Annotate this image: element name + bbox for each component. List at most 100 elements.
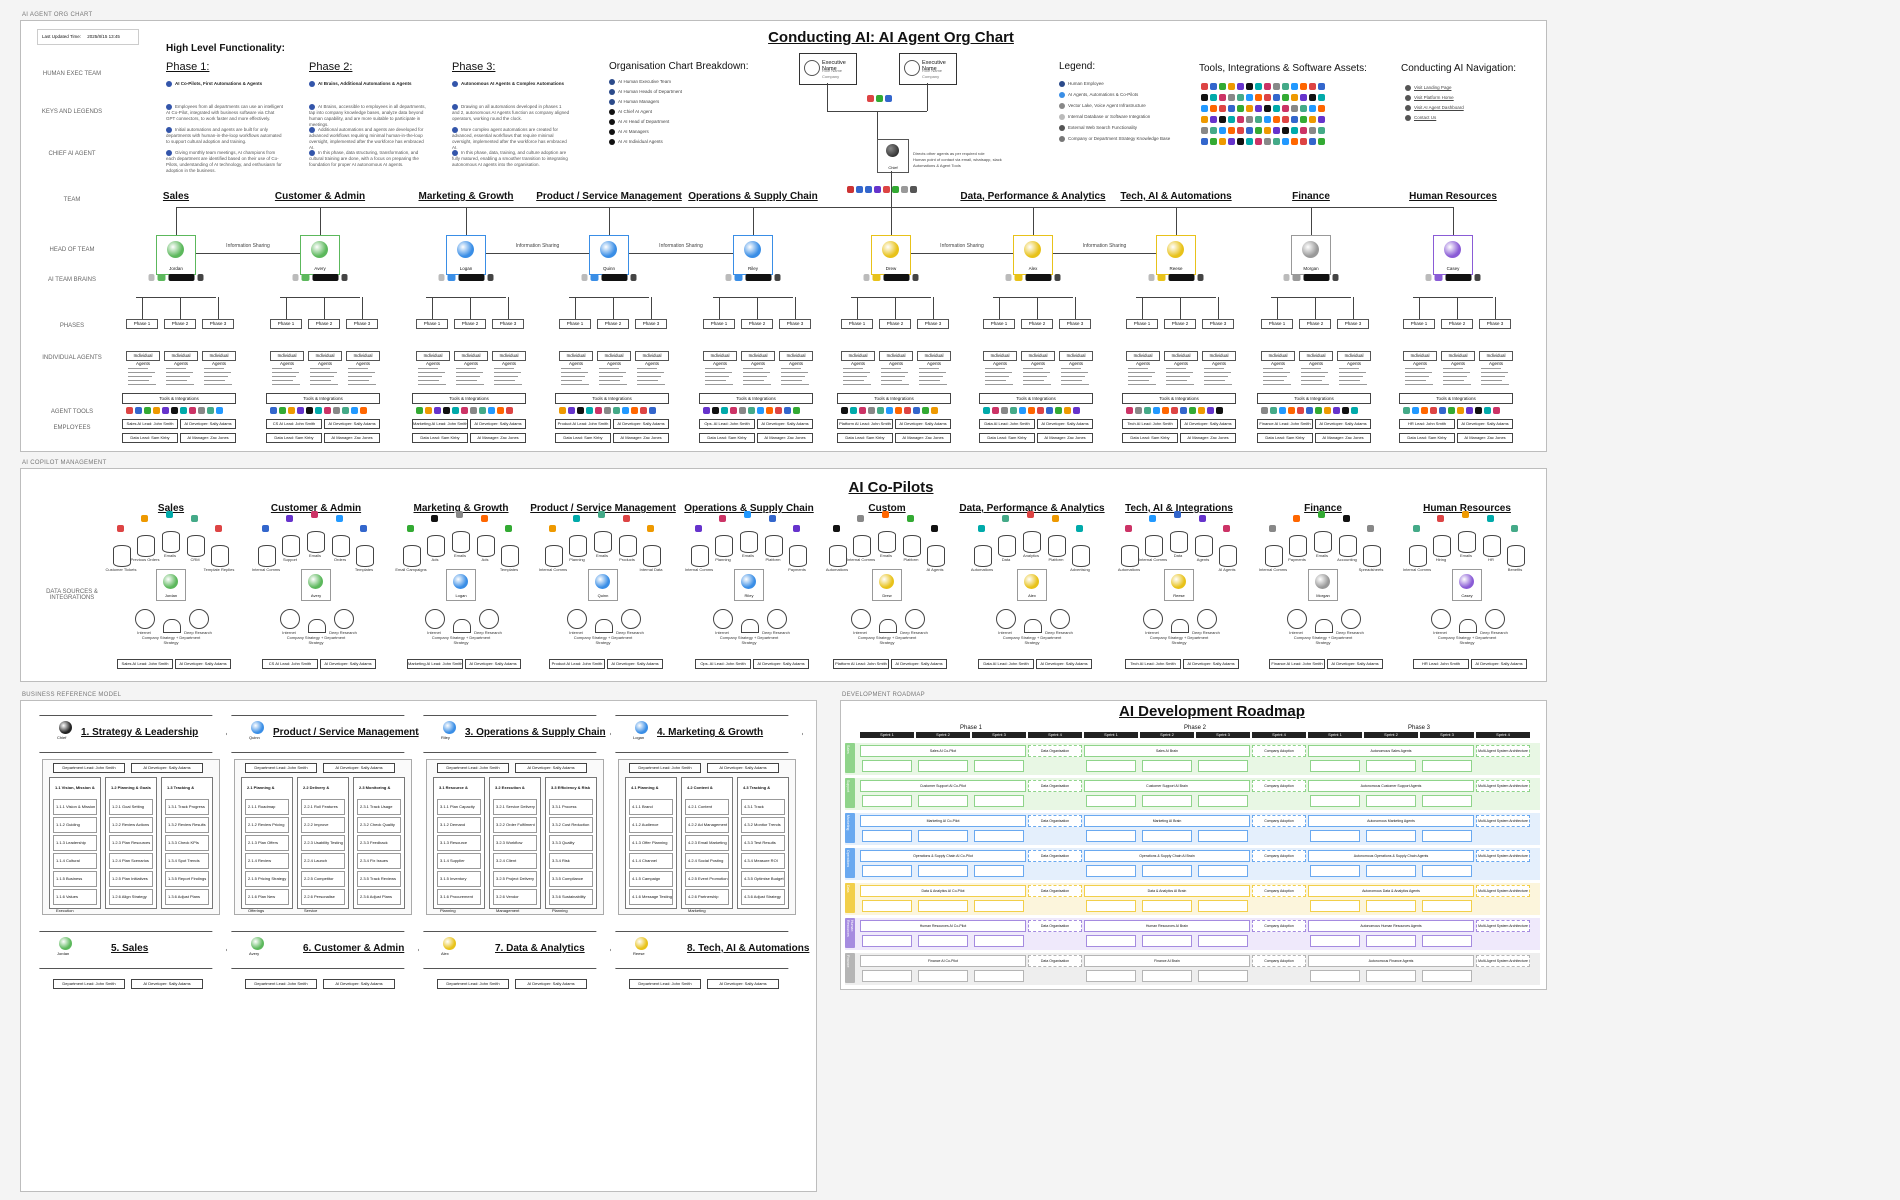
head-of-team-box[interactable]: Drew (871, 235, 911, 275)
data-source-cylinder[interactable] (1409, 545, 1427, 567)
phase-pill[interactable]: Phase 1 (126, 319, 158, 329)
data-source-cylinder[interactable] (1121, 545, 1139, 567)
phase-pill[interactable]: Phase 1 (1261, 319, 1293, 329)
tools-integrations-box[interactable]: Tools & Integrations (1122, 393, 1236, 404)
data-source-cylinder[interactable] (1072, 545, 1090, 567)
roadmap-subtask[interactable] (1310, 935, 1360, 947)
roadmap-cell[interactable]: Autonomous Sales Agents (1308, 745, 1474, 757)
roadmap-cell[interactable]: Multi-Agent System Architecture (1476, 850, 1530, 862)
tools-integrations-box[interactable]: Tools & Integrations (555, 393, 669, 404)
brm-cell[interactable]: 3.1.3 Resource Scheduling (437, 835, 481, 859)
brm-cell[interactable]: 1.3.1 Track Progress (165, 799, 209, 815)
data-source-cylinder[interactable] (332, 535, 350, 557)
individual-agents-pill[interactable]: Individual Agents (841, 351, 875, 366)
data-source-cylinder[interactable] (643, 545, 661, 567)
roadmap-subtask[interactable] (974, 900, 1024, 912)
roadmap-subtask[interactable] (1198, 970, 1248, 982)
copilot-box[interactable]: Casey (1452, 569, 1482, 601)
roadmap-subtask[interactable] (1366, 900, 1416, 912)
data-source-cylinder[interactable] (903, 535, 921, 557)
individual-agents-pill[interactable]: Individual Agents (1059, 351, 1093, 366)
roadmap-subtask[interactable] (1142, 935, 1192, 947)
copilot-box[interactable]: Riley (734, 569, 764, 601)
tools-integrations-box[interactable]: Tools & Integrations (699, 393, 813, 404)
copilot-box[interactable]: Reese (1164, 569, 1194, 601)
data-source-cylinder[interactable] (1507, 545, 1525, 567)
roadmap-cell[interactable]: Customer Support AI Brain (1084, 780, 1250, 792)
individual-agents-pill[interactable]: Individual Agents (1337, 351, 1371, 366)
data-source-cylinder[interactable] (998, 535, 1016, 557)
roadmap-cell[interactable]: Data Organisation (1028, 745, 1082, 757)
individual-agents-pill[interactable]: Individual Agents (1164, 351, 1198, 366)
brm-cell[interactable]: 4.2.6 Partnership Marketing (685, 889, 729, 913)
brm-cell[interactable]: 4.1.6 Message Testing (629, 889, 673, 905)
data-source-cylinder[interactable] (789, 545, 807, 567)
data-source-cylinder[interactable] (829, 545, 847, 567)
phase-pill[interactable]: Phase 3 (917, 319, 949, 329)
brm-cell[interactable]: 2.1.2 Review Pricing (245, 817, 289, 833)
copilot-box[interactable]: Quinn (588, 569, 618, 601)
data-source-cylinder[interactable] (740, 531, 758, 553)
data-source-cylinder[interactable] (282, 535, 300, 557)
brm-cell[interactable]: 4.3.4 Measure ROI (741, 853, 785, 869)
brm-cell[interactable]: 1.1.3 Leadership Alignment (53, 835, 97, 859)
brm-cell[interactable]: 3.1.1 Plan Capacity (437, 799, 481, 815)
roadmap-cell[interactable]: Multi-Agent System Architecture (1476, 745, 1530, 757)
data-source-cylinder[interactable] (307, 531, 325, 553)
individual-agents-pill[interactable]: Individual Agents (270, 351, 304, 366)
brm-cell[interactable]: 1.2 Planning & Goals (109, 781, 153, 795)
brm-cell[interactable]: 1.2.6 Align Strategy (109, 889, 153, 905)
brm-cell[interactable]: 4.1.1 Brand Positioning (629, 799, 673, 823)
head-of-team-box[interactable]: Avery (300, 235, 340, 275)
roadmap-cell[interactable]: Operations & Supply Chain AI Brain (1084, 850, 1250, 862)
roadmap-subtask[interactable] (1366, 795, 1416, 807)
individual-agents-pill[interactable]: Individual Agents (779, 351, 813, 366)
individual-agents-pill[interactable]: Individual Agents (1021, 351, 1055, 366)
roadmap-subtask[interactable] (918, 935, 968, 947)
brm-cell[interactable]: 3.2.4 Client Onboarding (493, 853, 537, 877)
phase-pill[interactable]: Phase 3 (346, 319, 378, 329)
tools-integrations-box[interactable]: Tools & Integrations (1399, 393, 1513, 404)
individual-agents-pill[interactable]: Individual Agents (917, 351, 951, 366)
roadmap-cell[interactable]: Company Adoption (1252, 850, 1306, 862)
brm-cell[interactable]: 4.2.4 Social Posting (685, 853, 729, 869)
brm-cell[interactable]: 3.3.5 Compliance Monitoring (549, 871, 593, 895)
phase-pill[interactable]: Phase 3 (492, 319, 524, 329)
data-source-cylinder[interactable] (545, 545, 563, 567)
roadmap-subtask[interactable] (1310, 795, 1360, 807)
brm-cell[interactable]: 4.2.1 Content Creation (685, 799, 729, 823)
data-source-cylinder[interactable] (853, 535, 871, 557)
roadmap-cell[interactable]: Autonomous Operations & Supply Chain Age… (1308, 850, 1474, 862)
roadmap-cell[interactable]: Human Resources AI Co-Pilot (860, 920, 1026, 932)
brm-cell[interactable]: 1.3.2 Review Results (165, 817, 209, 833)
brm-cell[interactable]: 1.1 Vision, Mission & Values (53, 781, 97, 804)
roadmap-subtask[interactable] (918, 795, 968, 807)
copilot-box[interactable]: Alex (1017, 569, 1047, 601)
roadmap-cell[interactable]: Company Adoption (1252, 780, 1306, 792)
roadmap-cell[interactable]: Multi-Agent System Architecture (1476, 920, 1530, 932)
data-source-cylinder[interactable] (1458, 531, 1476, 553)
data-source-cylinder[interactable] (1265, 545, 1283, 567)
roadmap-cell[interactable]: Data Organisation (1028, 885, 1082, 897)
roadmap-cell[interactable]: Finance AI Co-Pilot (860, 955, 1026, 967)
phase-pill[interactable]: Phase 1 (416, 319, 448, 329)
head-of-team-box[interactable]: Reese (1156, 235, 1196, 275)
data-source-cylinder[interactable] (403, 545, 421, 567)
brm-cell[interactable]: 2.3.5 Track Reviews (357, 871, 401, 887)
phase-pill[interactable]: Phase 2 (454, 319, 486, 329)
data-source-cylinder[interactable] (1289, 535, 1307, 557)
roadmap-subtask[interactable] (1142, 865, 1192, 877)
brm-cell[interactable]: 2.2.1 Roll Features (301, 799, 345, 815)
brm-cell[interactable]: 4.2.2 Ad Management (685, 817, 729, 833)
brm-cell[interactable]: 3.3.3 Quality Assurance (549, 835, 593, 859)
data-source-cylinder[interactable] (691, 545, 709, 567)
brm-cell[interactable]: 1.1.6 Values Execution (53, 889, 97, 913)
roadmap-cell[interactable]: Company Adoption (1252, 920, 1306, 932)
individual-agents-pill[interactable]: Individual Agents (635, 351, 669, 366)
roadmap-cell[interactable]: Multi-Agent System Architecture (1476, 885, 1530, 897)
chief-agent-box[interactable]: Chief (877, 139, 909, 173)
roadmap-cell[interactable]: Autonomous Marketing Agents (1308, 815, 1474, 827)
brm-cell[interactable]: 2.1 Planning & Strategy (245, 781, 289, 804)
brm-cell[interactable]: 2.3.3 Feedback Cycles (357, 835, 401, 859)
brm-cell[interactable]: 4.2.3 Email Marketing (685, 835, 729, 851)
